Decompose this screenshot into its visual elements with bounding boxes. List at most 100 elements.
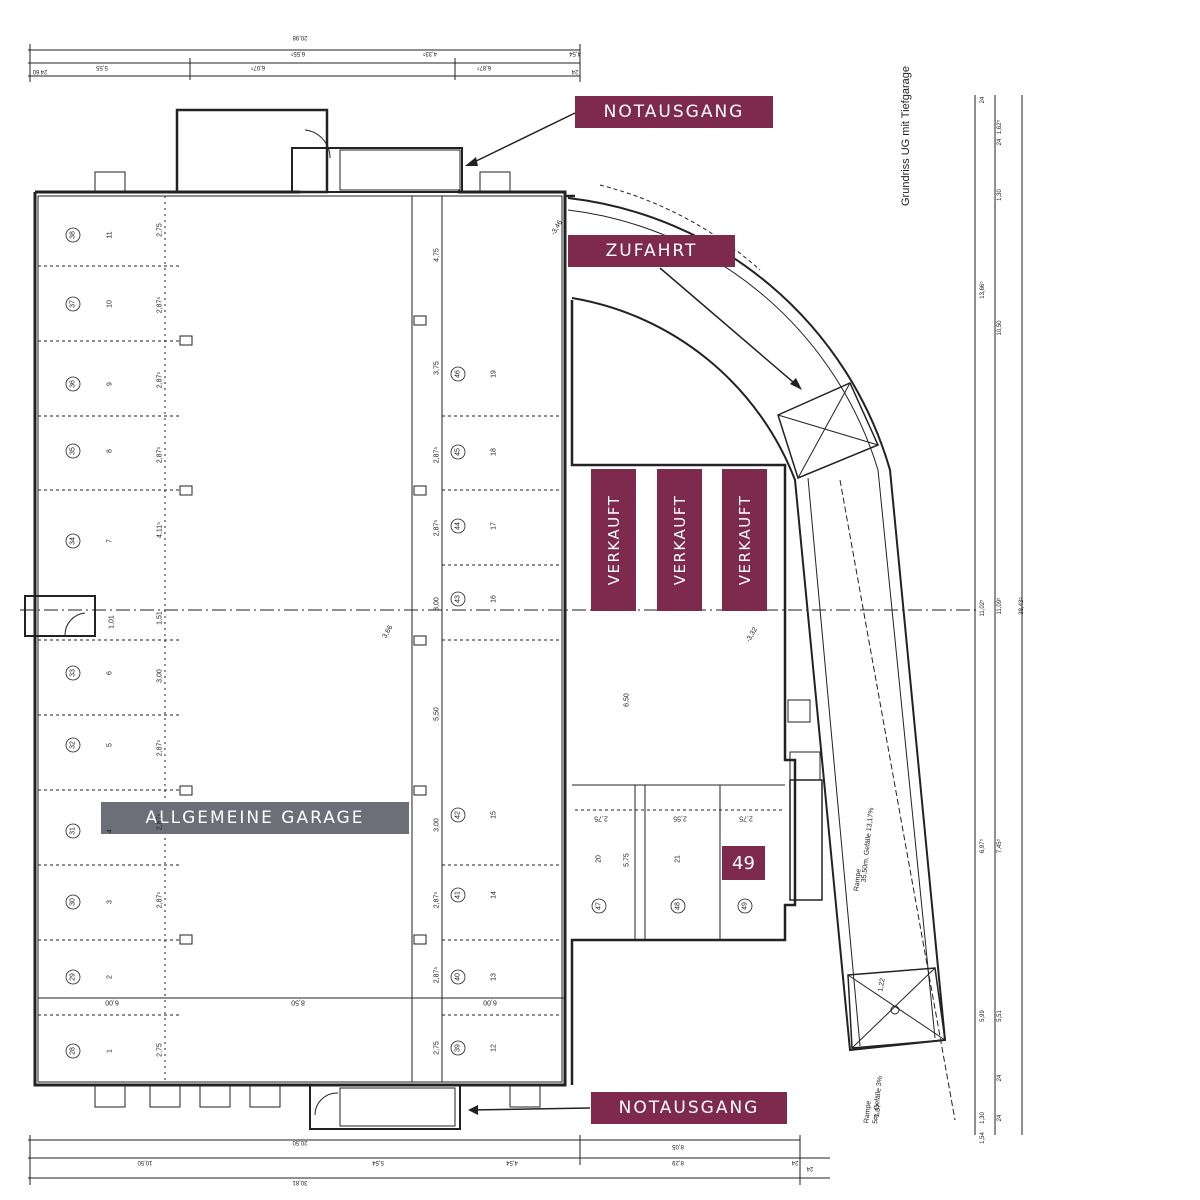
verkauft-label-2: VERKAUFT: [670, 494, 689, 586]
dimension-label: 5,99: [980, 1010, 986, 1022]
dimension-label: 4,33⁵: [422, 50, 438, 56]
dimension-label: 4,54: [569, 50, 581, 56]
dimension-label: 30,81: [292, 1179, 308, 1185]
verkauft-badge-1: VERKAUFT: [591, 469, 636, 611]
dimension-label: 20,50: [292, 1139, 308, 1145]
dimension-label: 2,87⁵: [156, 891, 164, 909]
plan-title: Grundriss UG mit Tiefgarage: [900, 66, 912, 206]
space-number: 20: [595, 855, 603, 863]
dimension-label: 8,50: [291, 998, 305, 1006]
unit-49-badge: 49: [722, 846, 765, 880]
space-circle-number: 28: [69, 1047, 77, 1055]
dimension-label: 2,87⁵: [156, 739, 164, 757]
dimension-label: 24: [997, 1114, 1003, 1122]
dimension-label: 7,45⁵: [997, 838, 1003, 854]
space-number: 2: [106, 975, 114, 979]
space-circle-number: 44: [454, 522, 462, 530]
dimension-label: 2,75: [156, 1043, 164, 1057]
dimension-label: 10,50: [137, 1159, 153, 1165]
space-number: 21: [674, 855, 682, 863]
space-circle-number: 35: [69, 447, 77, 455]
dimension-label: 2,87⁵: [156, 371, 164, 389]
dimension-label: 5,55: [96, 64, 108, 70]
space-number: 17: [490, 522, 498, 530]
space-number: 10: [106, 300, 114, 308]
space-circle-number: 41: [454, 891, 462, 899]
dimension-label: 13,66⁵: [980, 281, 986, 299]
notausgang-label-bottom: NOTAUSGANG: [591, 1092, 787, 1124]
dimension-label: 1,54: [980, 1132, 986, 1144]
space-number: 7: [106, 539, 114, 543]
dimension-label: 2,87⁵: [156, 296, 164, 314]
dimension-label: 4,11⁵: [156, 521, 164, 539]
dimension-label: 1,30: [980, 1112, 986, 1124]
dimension-label: 1,51: [156, 611, 164, 625]
dimension-label: 3,75: [433, 361, 441, 375]
space-number: 4: [106, 829, 114, 833]
space-circle-number: 37: [69, 300, 77, 308]
space-number: 14: [490, 891, 498, 899]
space-circle-number: 39: [454, 1044, 462, 1052]
dimension-label: 4,54: [506, 1159, 518, 1165]
dimension-label: 24: [791, 1159, 799, 1165]
space-circle-number: 29: [69, 973, 77, 981]
dimension-label: 6,50: [623, 693, 631, 707]
space-circle-number: 33: [69, 669, 77, 677]
dimension-label: 2,87⁵: [433, 519, 441, 537]
space-number: 15: [490, 811, 498, 819]
dimension-label: 11,02⁵: [980, 599, 986, 617]
space-number: 11: [106, 231, 114, 239]
notausgang-label-top: NOTAUSGANG: [575, 96, 773, 128]
space-circle-number: 32: [69, 741, 77, 749]
dimension-label: 3,00: [156, 669, 164, 683]
dimension-label: 2,87⁵: [156, 446, 164, 464]
dimension-label: 5,51: [997, 1010, 1003, 1022]
space-circle-number: 31: [69, 827, 77, 835]
space-number: 6: [106, 671, 114, 675]
dimension-label: 6,00: [105, 998, 119, 1006]
dimension-label: 6,87⁵: [476, 64, 492, 70]
space-circle-number: 49: [741, 902, 749, 910]
space-circle-number: 46: [454, 370, 462, 378]
dimension-label: 5,75: [623, 853, 631, 867]
space-number: 1: [106, 1049, 114, 1053]
dimension-label: 11,09⁵: [997, 597, 1003, 615]
dimension-label: 2,87⁵: [433, 891, 441, 909]
dimension-label: 20,98: [292, 34, 308, 40]
dimension-label: 6,97⁵: [980, 838, 986, 854]
dimension-label: 3,00: [433, 818, 441, 832]
dimension-label: 6,55⁵: [290, 50, 306, 56]
space-circle-number: 42: [454, 811, 462, 819]
dimension-label: 2,75: [594, 814, 608, 822]
dimension-label: 2,55: [673, 814, 687, 822]
allgemeine-garage-label: ALLGEMEINE GARAGE: [101, 802, 409, 834]
dimension-label: 8,29: [672, 1159, 684, 1165]
dimension-label: 3,00: [433, 597, 441, 611]
dimension-label: 24: [806, 1165, 814, 1171]
dimension-label: 24: [40, 68, 48, 74]
space-circle-number: 34: [69, 537, 77, 545]
verkauft-label-3: VERKAUFT: [735, 494, 754, 586]
dimension-label: 1,30: [997, 189, 1003, 201]
dimension-label: 60: [32, 68, 40, 74]
space-circle-number: 48: [674, 902, 682, 910]
dimension-label: 4,75: [433, 248, 441, 262]
dimension-label: 2,75: [156, 223, 164, 237]
dimension-label: 1,01: [108, 615, 116, 629]
dimension-label: 5,54: [372, 1159, 384, 1165]
space-circle-number: 38: [69, 231, 77, 239]
dimension-label: 24: [571, 68, 579, 74]
verkauft-label-1: VERKAUFT: [604, 494, 623, 586]
dimension-label: 2,87⁵: [156, 813, 164, 831]
space-number: 9: [106, 382, 114, 386]
space-circle-number: 45: [454, 448, 462, 456]
space-circle-number: 40: [454, 973, 462, 981]
dimension-label: 24: [980, 96, 986, 104]
dimension-label: 24: [997, 138, 1003, 146]
dimension-label: 2,75: [433, 1041, 441, 1055]
dimension-label: 6,07⁵: [250, 64, 266, 70]
space-circle-number: 36: [69, 380, 77, 388]
dimension-label: 2,75: [739, 814, 753, 822]
verkauft-badge-3: VERKAUFT: [722, 469, 767, 611]
